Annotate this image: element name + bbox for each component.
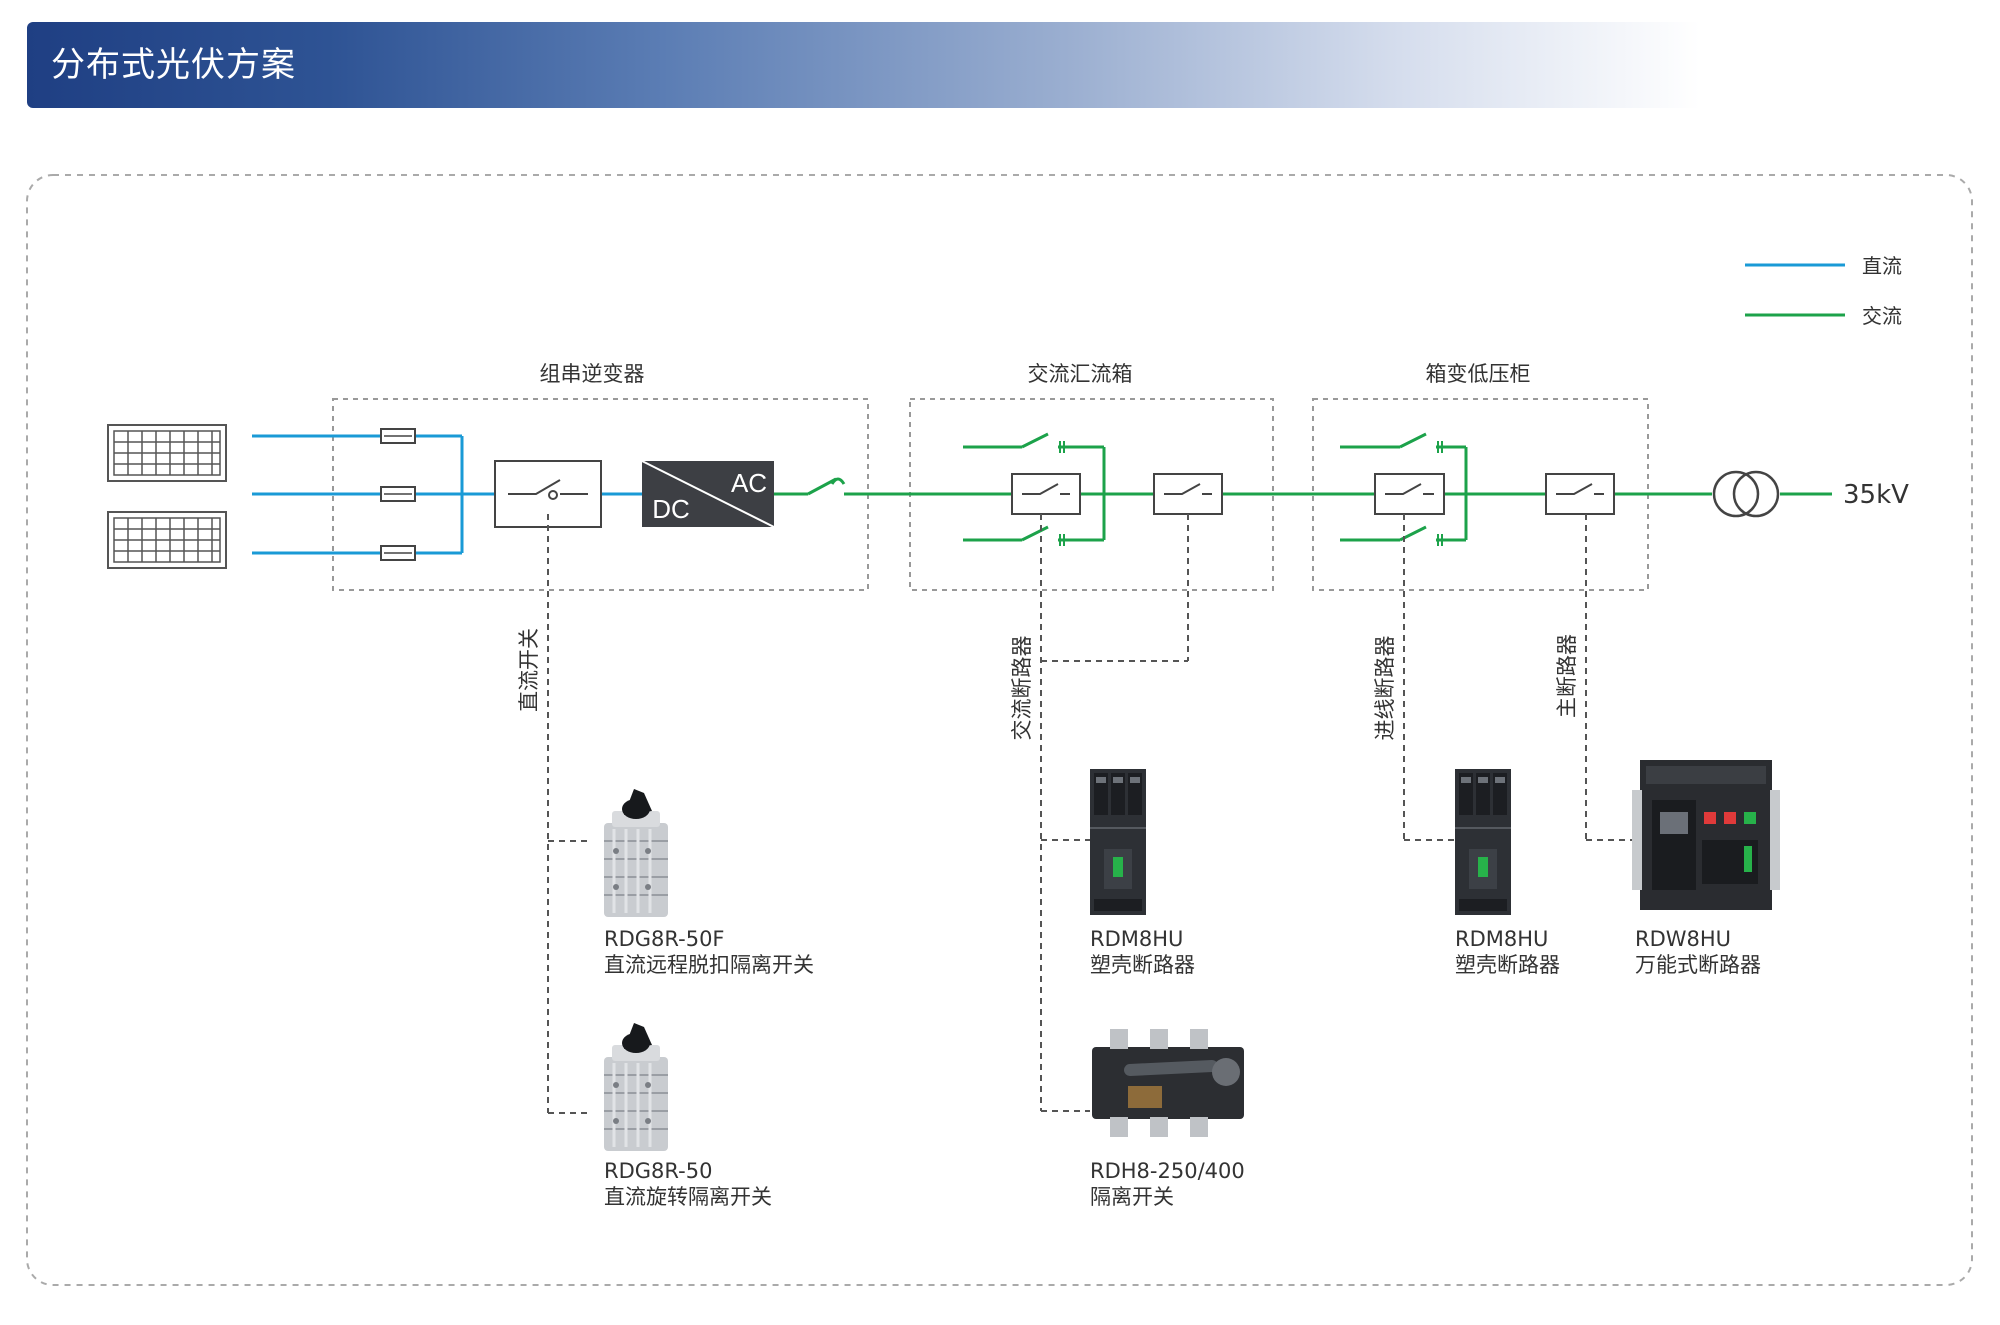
callout-ac-breaker: 交流断路器 <box>1010 636 1034 741</box>
product-desc: 直流旋转隔离开关 <box>604 1185 772 1209</box>
diagram-frame <box>26 174 1973 1286</box>
legend-dc-label: 直流 <box>1862 254 1902 278</box>
rotary-isolator-icon <box>602 1021 670 1153</box>
mccb-icon <box>1090 769 1146 915</box>
section-inverter-label: 组串逆变器 <box>540 362 645 386</box>
title-banner: 分布式光伏方案 <box>27 22 1700 108</box>
callout-leaders <box>547 514 1632 1114</box>
section-ac-combiner-label: 交流汇流箱 <box>1028 362 1133 386</box>
product-caption-rdm8hu-a: RDM8HU 塑壳断路器 <box>1090 927 1195 977</box>
product-model: RDH8-250/400 <box>1090 1159 1245 1183</box>
product-desc: 塑壳断路器 <box>1090 953 1195 977</box>
product-desc: 隔离开关 <box>1090 1185 1174 1209</box>
callout-main-breaker: 主断路器 <box>1555 634 1579 718</box>
ac-breaker-symbol <box>1011 473 1223 515</box>
solar-panel-icon <box>107 424 227 569</box>
dc-wiring <box>252 434 642 555</box>
section-box-lv-label: 箱变低压柜 <box>1426 362 1531 386</box>
product-caption-rdh8: RDH8-250/400 隔离开关 <box>1090 1159 1245 1209</box>
callout-dc-switch: 直流开关 <box>517 628 541 712</box>
branch-contact-marks <box>1059 441 1443 546</box>
converter-ac-label: AC <box>731 468 767 498</box>
page-title: 分布式光伏方案 <box>51 45 296 85</box>
grid-voltage-label: 35kV <box>1843 480 1909 510</box>
product-model: RDW8HU <box>1635 927 1731 951</box>
dc-ac-converter-icon: AC DC <box>641 460 775 528</box>
legend: 直流 交流 <box>1745 254 1902 328</box>
product-caption-rdm8hu-b: RDM8HU 塑壳断路器 <box>1455 927 1560 977</box>
rotary-isolator-icon <box>602 787 670 919</box>
product-caption-rdw8hu: RDW8HU 万能式断路器 <box>1635 927 1761 977</box>
product-model: RDG8R-50F <box>604 927 725 951</box>
product-caption-rdg8r-50f: RDG8R-50F 直流远程脱扣隔离开关 <box>604 927 814 977</box>
callout-incoming-breaker: 进线断路器 <box>1373 636 1397 741</box>
mccb-icon <box>1455 769 1511 915</box>
product-desc: 塑壳断路器 <box>1455 953 1560 977</box>
fuse-icon <box>380 428 416 561</box>
legend-ac-label: 交流 <box>1862 304 1902 328</box>
converter-dc-label: DC <box>652 494 690 524</box>
lv-breaker-symbol <box>1374 473 1615 515</box>
product-desc: 直流远程脱扣隔离开关 <box>604 953 814 977</box>
acb-icon <box>1632 760 1780 910</box>
switch-disconnector-icon <box>1092 1029 1244 1137</box>
product-desc: 万能式断路器 <box>1635 953 1761 977</box>
product-model: RDM8HU <box>1090 927 1183 951</box>
transformer-icon <box>1712 470 1780 518</box>
ac-wiring <box>774 432 1832 542</box>
product-model: RDM8HU <box>1455 927 1548 951</box>
product-model: RDG8R-50 <box>604 1159 712 1183</box>
product-caption-rdg8r-50: RDG8R-50 直流旋转隔离开关 <box>604 1159 772 1209</box>
